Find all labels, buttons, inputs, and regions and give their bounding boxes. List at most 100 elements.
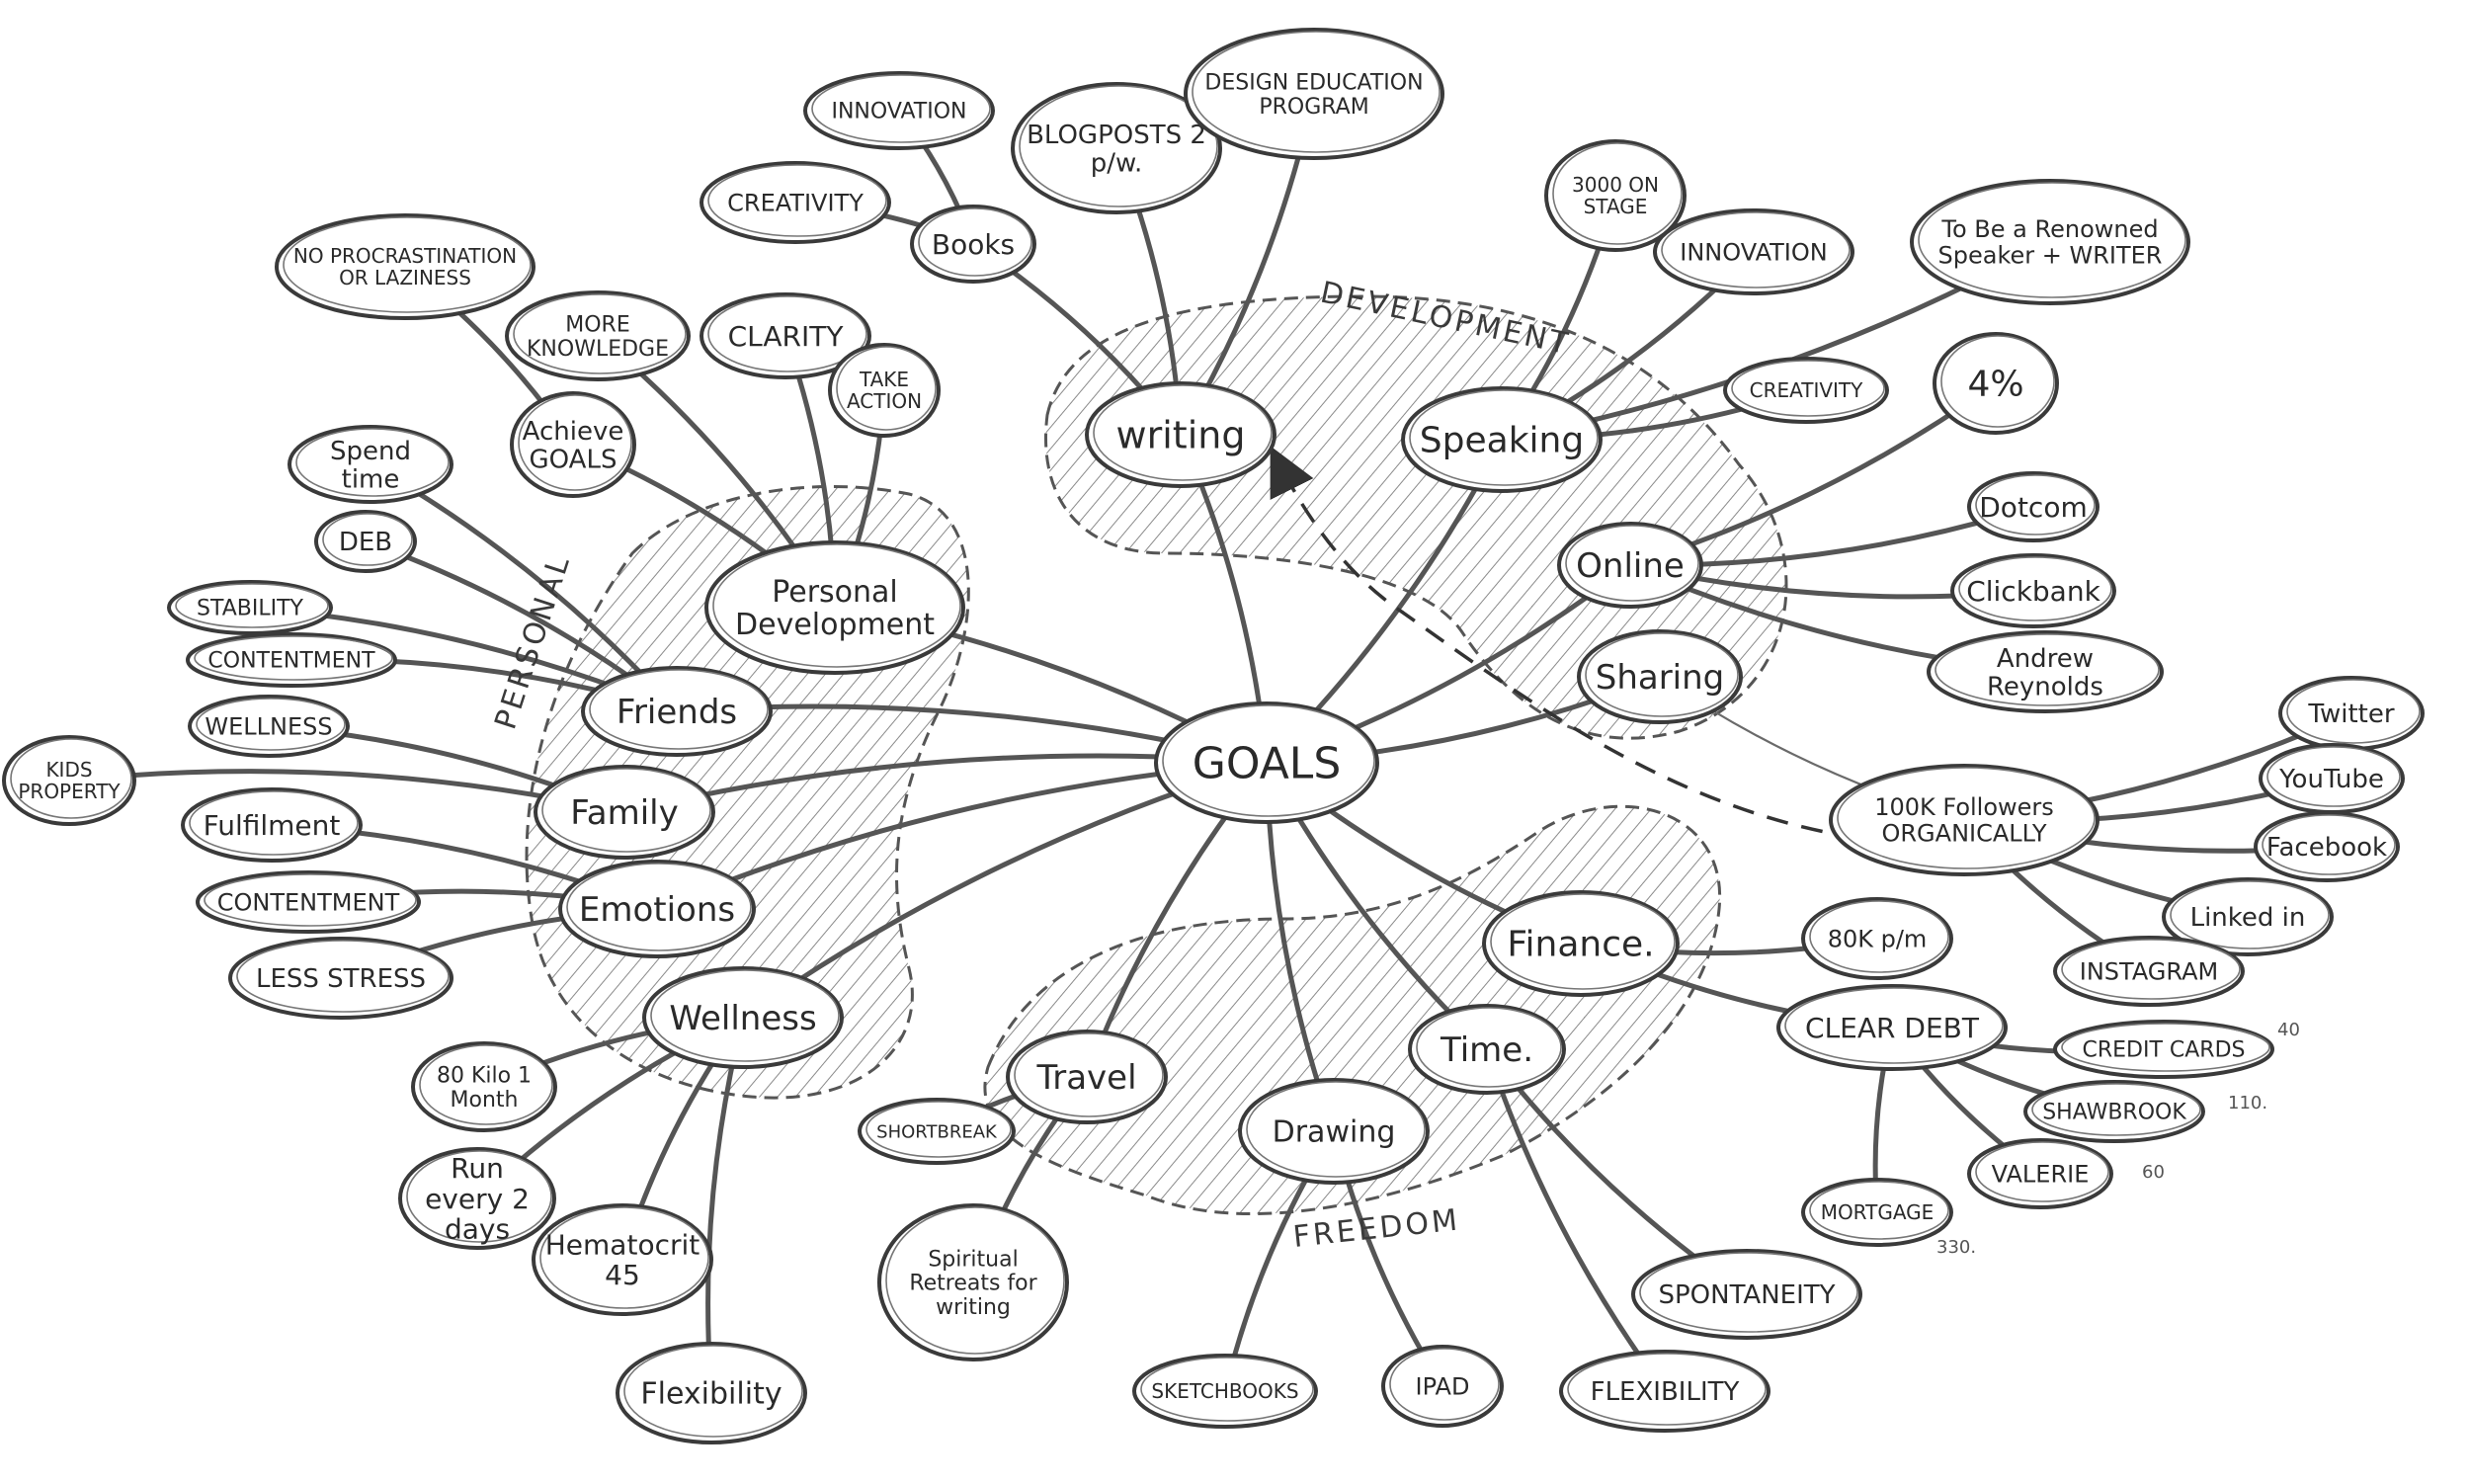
node-ipad-outline — [1381, 1345, 1504, 1428]
node-andrew-reynolds-sketch-line — [1935, 633, 2160, 706]
node-less-stress-outline — [228, 937, 453, 1020]
node-twitter[interactable]: Twitter — [2278, 676, 2425, 751]
node-linkedin[interactable]: Linked in — [2162, 877, 2334, 956]
node-online[interactable]: Online — [1557, 522, 1703, 609]
node-facebook[interactable]: Facebook — [2254, 811, 2400, 882]
node-four-percent[interactable]: 4% — [1933, 332, 2059, 435]
node-facebook-label-line: Facebook — [2266, 833, 2387, 863]
node-sketchbooks[interactable]: SKETCHBOOKS — [1132, 1354, 1318, 1429]
node-wellness[interactable]: Wellness — [642, 966, 844, 1069]
node-stability[interactable]: STABILITY — [167, 580, 333, 635]
node-more-knowledge-label-line: MORE — [565, 313, 629, 338]
node-shortbreak-label-line: SHORTBREAK — [876, 1121, 998, 1142]
node-deb-sketch-line — [322, 513, 413, 566]
node-speaking[interactable]: Speaking — [1401, 386, 1603, 493]
node-wellness-label: Wellness — [669, 999, 816, 1038]
node-travel[interactable]: Travel — [1006, 1030, 1168, 1124]
node-valerie[interactable]: VALERIE — [1967, 1138, 2113, 1209]
node-clarity[interactable]: CLARITY — [700, 292, 871, 379]
node-shawbrook[interactable]: SHAWBROOK — [2023, 1080, 2205, 1143]
node-innovation-1[interactable]: INNOVATION — [803, 71, 995, 150]
node-goals-sketch-line — [1162, 704, 1375, 817]
node-mortgage[interactable]: MORTGAGE — [1801, 1178, 1953, 1247]
node-linkedin-label: Linked in — [2190, 903, 2306, 933]
node-flexibility-1-label: Flexibility — [640, 1377, 782, 1412]
node-less-stress[interactable]: LESS STRESS — [228, 937, 453, 1020]
node-personal-dev-sketch-line — [712, 543, 961, 668]
node-drawing[interactable]: Drawing — [1238, 1078, 1430, 1185]
node-instagram-label: INSTAGRAM — [2080, 957, 2218, 985]
node-blogposts-label-line: BLOGPOSTS 2 — [1027, 121, 1206, 150]
node-take-action-outline — [828, 343, 941, 438]
node-shortbreak-outline — [858, 1098, 1016, 1165]
node-deb-label-line: DEB — [339, 528, 392, 557]
node-writing[interactable]: writing — [1085, 381, 1276, 488]
node-clear-debt[interactable]: CLEAR DEBT — [1776, 984, 2008, 1071]
node-innovation-2-label-line: INNOVATION — [1680, 238, 1827, 266]
node-finance[interactable]: Finance. — [1482, 890, 1680, 997]
node-credit-cards[interactable]: CREDIT CARDS — [2053, 1020, 2274, 1079]
node-deb[interactable]: DEB — [314, 510, 417, 573]
node-emotions[interactable]: Emotions — [558, 860, 756, 958]
node-emotions-label-line: Emotions — [579, 890, 735, 930]
node-spontaneity[interactable]: SPONTANEITY — [1631, 1249, 1862, 1340]
node-innovation-2-outline — [1653, 208, 1854, 295]
node-ipad-sketch-line — [1389, 1348, 1500, 1421]
node-creativity-1[interactable]: CREATIVITY — [700, 161, 891, 244]
node-run-every-label-line: days — [445, 1213, 510, 1246]
node-time[interactable]: Time. — [1408, 1004, 1566, 1095]
node-twitter-label: Twitter — [2307, 700, 2394, 729]
node-achieve-goals-sketch-line — [518, 394, 632, 491]
node-flexibility-1[interactable]: Flexibility — [616, 1342, 807, 1444]
node-books[interactable]: Books — [910, 205, 1036, 284]
node-speaking-label-line: Speaking — [1420, 421, 1584, 461]
node-contentment-2[interactable]: CONTENTMENT — [196, 870, 421, 934]
node-shortbreak[interactable]: SHORTBREAK — [858, 1098, 1016, 1165]
node-80k-pm[interactable]: 80K p/m — [1801, 897, 1953, 980]
node-creativity-2[interactable]: CREATIVITY — [1723, 357, 1889, 424]
node-clickbank[interactable]: Clickbank — [1950, 553, 2116, 628]
node-family[interactable]: Family — [534, 765, 715, 860]
node-contentment-1[interactable]: CONTENTMENT — [186, 632, 397, 688]
node-flexibility-2[interactable]: FLEXIBILITY — [1559, 1350, 1770, 1433]
node-3000-on-stage-label-line: 3000 ON — [1572, 173, 1659, 197]
node-flexibility-1-outline — [616, 1342, 807, 1444]
node-sharing[interactable]: Sharing — [1577, 629, 1743, 724]
node-dotcom[interactable]: Dotcom — [1967, 471, 2100, 542]
node-no-procrastination-label-line: NO PROCRASTINATION — [293, 244, 517, 268]
node-innovation-2[interactable]: INNOVATION — [1653, 208, 1854, 295]
node-mortgage-label: MORTGAGE — [1821, 1200, 1935, 1224]
node-youtube-sketch-line — [2266, 746, 2401, 807]
node-youtube[interactable]: YouTube — [2259, 743, 2405, 814]
node-fulfilment[interactable]: Fulfilment — [181, 787, 363, 863]
node-online-label: Online — [1576, 546, 1685, 586]
dashed-arrow-writing-followers — [1270, 446, 1858, 840]
node-goals[interactable]: GOALS — [1154, 701, 1379, 824]
node-sketchbooks-label-line: SKETCHBOOKS — [1151, 1379, 1298, 1403]
node-design-edu-outline — [1184, 28, 1444, 160]
node-friends[interactable]: Friends — [581, 666, 773, 757]
node-ipad[interactable]: IPAD — [1381, 1345, 1504, 1428]
node-instagram[interactable]: INSTAGRAM — [2053, 936, 2245, 1007]
node-kids-property-outline — [2, 735, 136, 826]
node-wellness-small[interactable]: WELLNESS — [188, 695, 350, 758]
